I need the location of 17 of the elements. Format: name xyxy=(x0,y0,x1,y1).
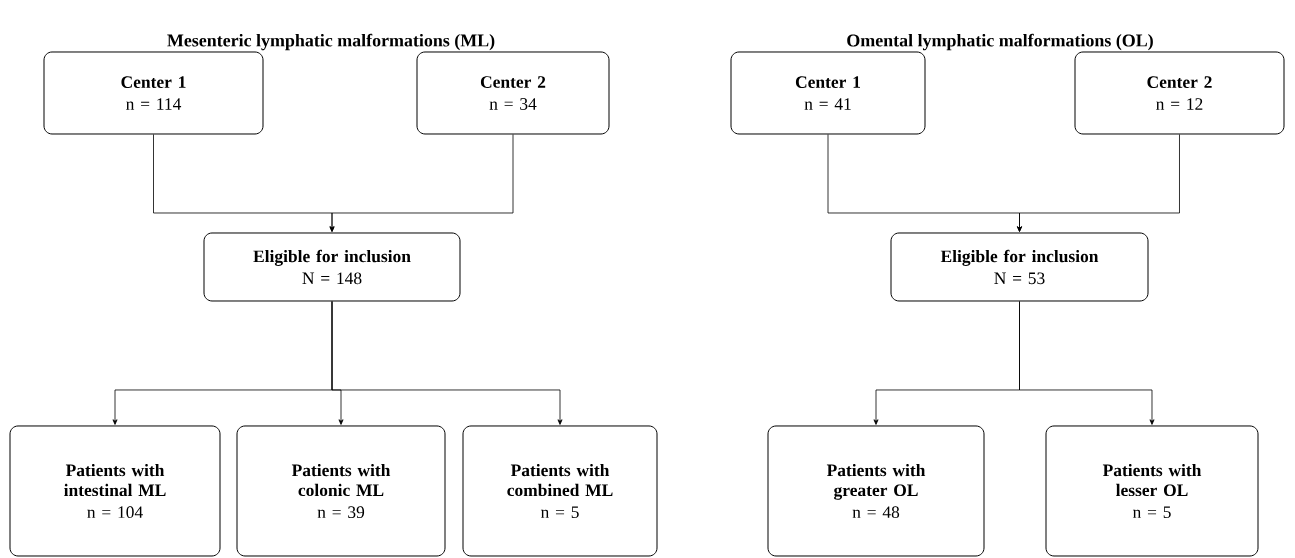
process-box: Eligible for inclusion N = 53 xyxy=(890,232,1149,302)
arrow xyxy=(329,134,514,232)
process-box: Eligible for inclusion N = 148 xyxy=(203,232,461,302)
process-box: Center 2 n = 34 xyxy=(416,51,610,135)
process-box: Patients with combined ML n = 5 xyxy=(462,425,658,557)
process-box: Center 1 n = 114 xyxy=(43,51,264,135)
arrow xyxy=(331,301,563,425)
process-box: Center 2 n = 12 xyxy=(1074,51,1285,135)
process-box: Patients with intestinal ML n = 104 xyxy=(9,425,221,557)
arrow xyxy=(1019,301,1155,425)
arrow xyxy=(1017,134,1180,232)
process-box: Patients with greater OL n = 48 xyxy=(767,425,985,557)
process-box: Patients with lesser OL n = 5 xyxy=(1045,425,1259,557)
process-box: Center 1 n = 41 xyxy=(730,51,926,135)
heading: Mesenteric lymphatic malformations (ML) xyxy=(167,33,495,51)
heading: Omental lymphatic malformations (OL) xyxy=(847,33,1153,51)
process-box: Patients with colonic ML n = 39 xyxy=(236,425,446,557)
